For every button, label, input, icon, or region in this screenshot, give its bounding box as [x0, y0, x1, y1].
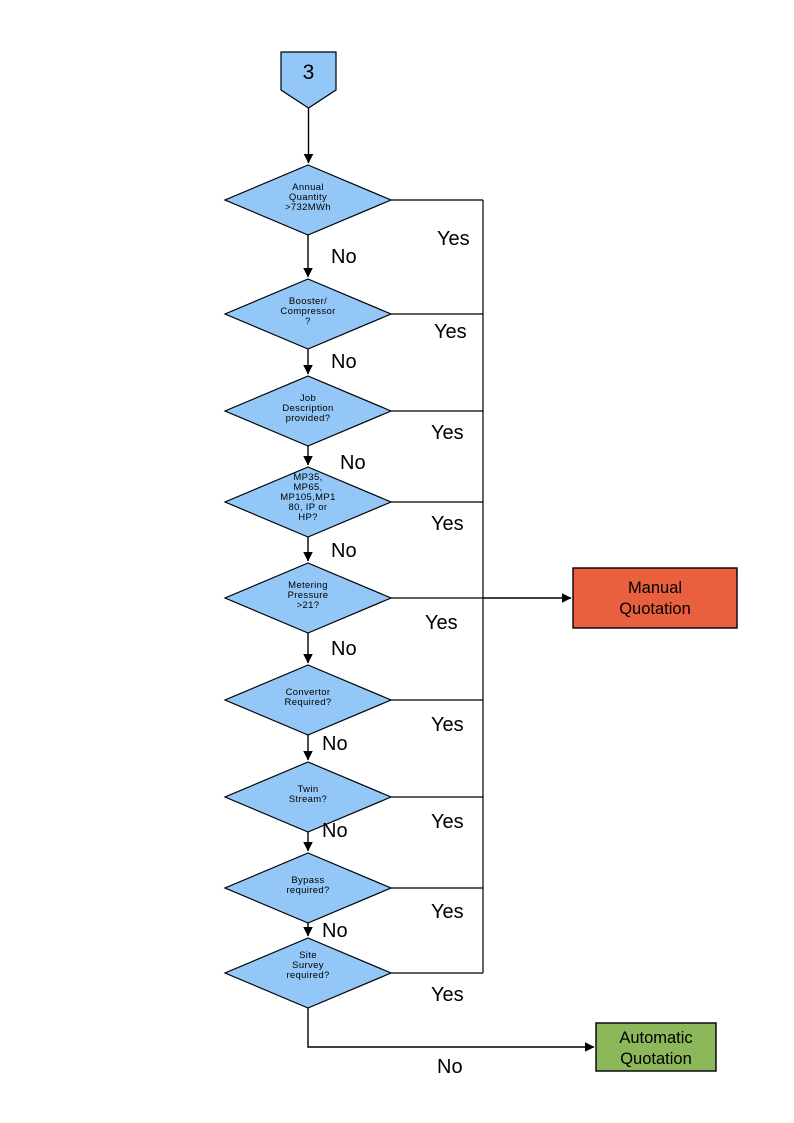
decision-shape-booster-compressor[interactable] — [223, 278, 393, 350]
start-node-shape[interactable] — [280, 51, 337, 109]
decision-shape-annual-quantity[interactable] — [223, 164, 393, 236]
edge-no-site-survey-to-automatic-quotation — [307, 1008, 595, 1052]
decision-shape-job-description[interactable] — [223, 375, 393, 447]
decision-shape-twin-stream[interactable] — [223, 761, 393, 833]
decision-shape-site-survey[interactable] — [223, 937, 393, 1009]
decision-shape-pressure-tier[interactable] — [223, 466, 393, 538]
decision-shape-convertor[interactable] — [223, 664, 393, 736]
outcome-shape-manual-quotation[interactable] — [572, 567, 738, 629]
decision-shape-metering-pressure[interactable] — [223, 562, 393, 634]
decision-shape-bypass[interactable] — [223, 852, 393, 924]
outcome-shape-automatic-quotation[interactable] — [595, 1022, 717, 1072]
